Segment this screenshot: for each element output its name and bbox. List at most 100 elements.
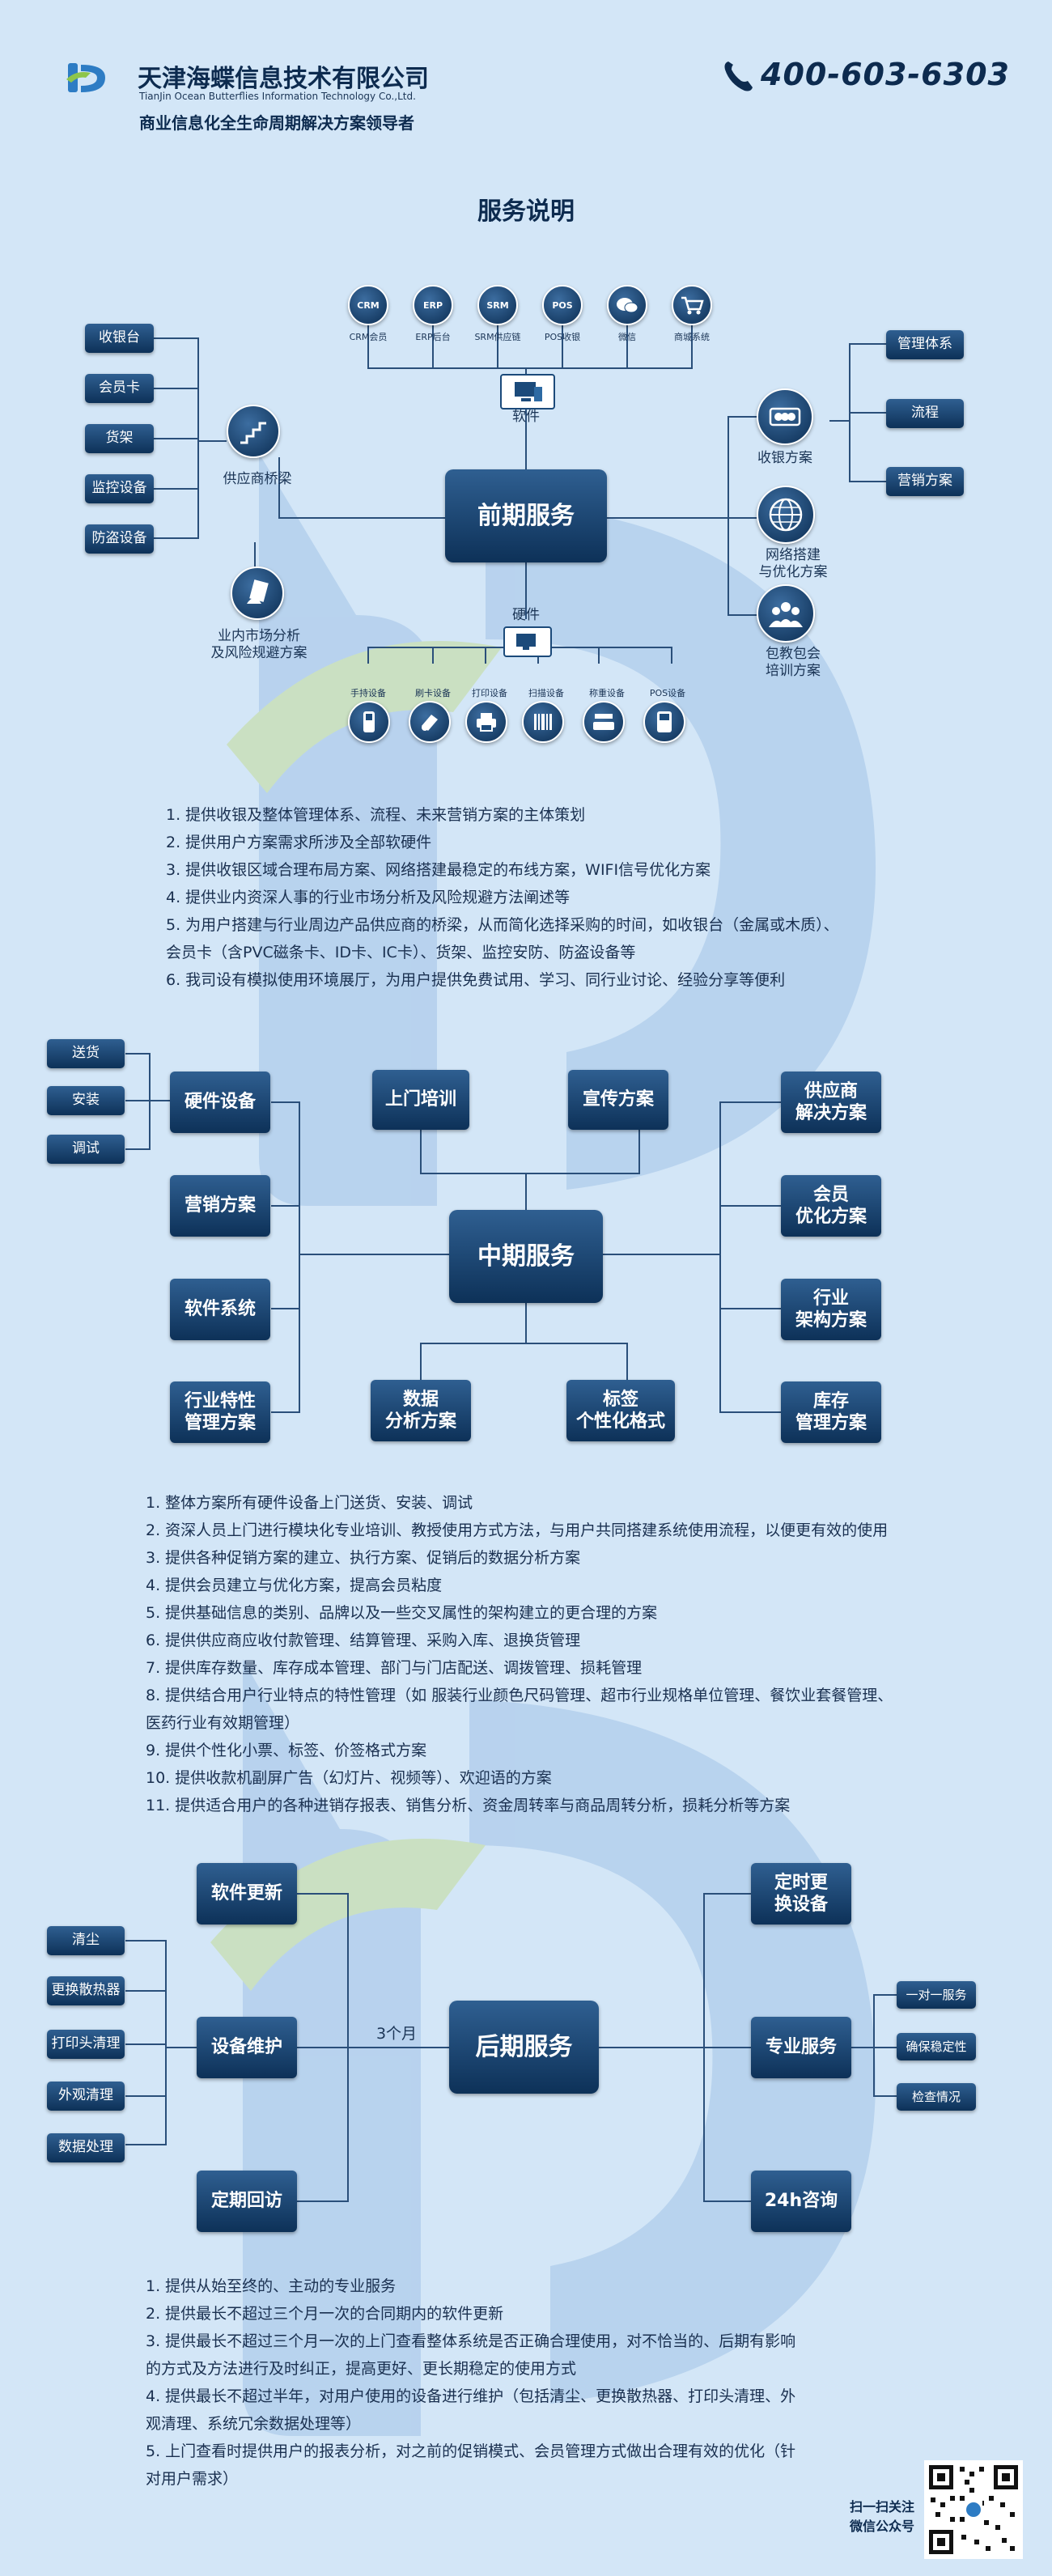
company-logo — [63, 58, 110, 97]
company-slogan: 商业信息化全生命周期解决方案领导者 — [139, 113, 414, 133]
late-notes: 1. 提供从始至终的、主动的专业服务 2. 提供最长不超过三个月一次的合同期内的… — [146, 2273, 795, 2493]
qr-pattern-icon — [929, 2465, 1018, 2554]
late-note-1: 1. 提供从始至终的、主动的专业服务 — [146, 2277, 397, 2295]
hardware-item-scale: 称重设备 — [589, 688, 625, 698]
phone-icon — [722, 58, 754, 97]
hardware-item-handheld: 手持设备 — [350, 688, 386, 698]
wechat-icon — [607, 285, 647, 325]
mid-note-6: 6. 提供供应商应收付款管理、结算管理、采购入库、退换货管理 — [146, 1632, 581, 1649]
network-plan-label: 网络搭建 与优化方案 — [758, 547, 828, 581]
mid-left-software: 软件系统 — [170, 1279, 270, 1340]
late-far-left-exterior: 外观清理 — [47, 2082, 125, 2111]
mid-note-11: 11. 提供适合用户的各种进销存报表、销售分析、资金周转率与商品周转分析，损耗分… — [146, 1797, 791, 1814]
wechat-qr-code[interactable] — [924, 2460, 1023, 2559]
mid-note-8-cont: 医药行业有效期管理） — [146, 1714, 300, 1732]
hardware-label: 硬件 — [512, 607, 540, 623]
printer-icon — [465, 701, 507, 743]
mid-note-10: 10. 提供收款机副屏广告（幻灯片、视频等）、欢迎语的方案 — [146, 1769, 552, 1787]
late-service-center: 后期服务 — [449, 2001, 599, 2094]
cashier-plan-label: 收银方案 — [757, 450, 812, 466]
scale-icon — [583, 701, 625, 743]
company-name-en: TianJin Ocean Butterflies Information Te… — [139, 91, 416, 102]
people-group-icon — [757, 584, 815, 643]
hardware-item-printer: 打印设备 — [472, 688, 507, 698]
globe-icon — [757, 486, 815, 544]
late-note-5-cont: 对用户需求） — [146, 2470, 239, 2488]
early-left-monitor: 监控设备 — [85, 474, 154, 503]
hardware-item-pos: POS设备 — [649, 688, 686, 698]
logo-mark-icon — [66, 63, 105, 92]
early-right-process: 流程 — [886, 399, 964, 428]
late-far-left-printhead: 打印头清理 — [47, 2030, 125, 2059]
early-note-4: 4. 提供业内资深人事的行业市场分析及风险规避方法阐述等 — [166, 889, 571, 906]
scanner-icon — [522, 701, 564, 743]
mid-bottom-data-analysis: 数据 分析方案 — [371, 1380, 471, 1441]
mid-right-member: 会员 优化方案 — [781, 1175, 881, 1237]
late-left-software-update: 软件更新 — [197, 1863, 297, 1925]
mid-left-hardware: 硬件设备 — [170, 1072, 270, 1133]
mid-far-left-install: 安装 — [47, 1086, 125, 1115]
mid-note-1: 1. 整体方案所有硬件设备上门送货、安装、调试 — [146, 1494, 473, 1512]
late-far-left-dust: 清尘 — [47, 1926, 125, 1955]
crm-icon: CRM — [348, 285, 388, 325]
card-swipe-icon — [409, 701, 451, 743]
cart-icon — [672, 285, 712, 325]
early-note-1: 1. 提供收银及整体管理体系、流程、未来营销方案的主体策划 — [166, 806, 586, 824]
early-note-6: 6. 我司设有模拟使用环境展厅，为用户提供免费试用、学习、同行业讨论、经验分享等… — [166, 971, 786, 989]
early-note-2: 2. 提供用户方案需求所涉及全部软硬件 — [166, 834, 432, 851]
late-right-consult: 24h咨询 — [751, 2171, 851, 2232]
late-far-right-one-on-one: 一对一服务 — [897, 1981, 976, 2009]
pos-icon: POS — [542, 285, 583, 325]
stairs-icon — [227, 405, 280, 458]
late-far-right-inspect: 检查情况 — [897, 2083, 976, 2111]
late-far-left-data: 数据处理 — [47, 2133, 125, 2162]
late-left-maintenance: 设备维护 — [197, 2017, 297, 2078]
mid-note-7: 7. 提供库存数量、库存成本管理、部门与门店配送、调拨管理、损耗管理 — [146, 1659, 643, 1677]
late-far-right-stability: 确保稳定性 — [897, 2033, 976, 2060]
erp-icon: ERP — [413, 285, 453, 325]
training-plan-label: 包教包会 培训方案 — [766, 646, 821, 680]
early-right-management: 管理体系 — [886, 330, 964, 359]
early-left-cashier-desk: 收银台 — [85, 324, 154, 353]
mid-right-structure: 行业 架构方案 — [781, 1279, 881, 1340]
company-name-cn: 天津海蝶信息技术有限公司 — [138, 65, 429, 93]
mid-service-center: 中期服务 — [449, 1210, 603, 1303]
mid-note-5: 5. 提供基础信息的类别、品牌以及一些交叉属性的架构建立的更合理的方案 — [146, 1604, 658, 1622]
late-interval-label: 3个月 — [375, 2025, 418, 2043]
early-left-member-card: 会员卡 — [85, 374, 154, 403]
software-hub-icon — [500, 374, 555, 410]
mid-far-left-delivery: 送货 — [47, 1039, 125, 1068]
mid-top-promotion: 宣传方案 — [568, 1070, 668, 1130]
supplier-bridge-label: 供应商桥梁 — [223, 471, 292, 487]
mid-left-marketing: 营销方案 — [170, 1175, 270, 1237]
late-right-pro-service: 专业服务 — [751, 2017, 851, 2078]
hotline-phone: 400-603-6303 — [761, 57, 1010, 92]
early-note-5-cont: 会员卡（含PVC磁条卡、ID卡、IC卡）、货架、监控安防、防盗设备等 — [166, 944, 636, 961]
mid-note-8: 8. 提供结合用户行业特点的特性管理（如 服装行业颜色尺码管理、超市行业规格单位… — [146, 1687, 893, 1704]
late-note-4: 4. 提供最长不超过半年，对用户使用的设备进行维护（包括清尘、更换散热器、打印头… — [146, 2387, 796, 2405]
mid-note-2: 2. 资深人员上门进行模块化专业培训、教授使用方式方法，与用户共同搭建系统使用流… — [146, 1521, 889, 1539]
mid-left-industry: 行业特性 管理方案 — [170, 1381, 270, 1443]
mid-note-3: 3. 提供各种促销方案的建立、执行方案、促销后的数据分析方案 — [146, 1549, 581, 1567]
page-title: 服务说明 — [477, 197, 575, 226]
software-item-srm: SRM供应链 — [474, 332, 521, 342]
mid-right-supplier: 供应商 解决方案 — [781, 1072, 881, 1133]
mid-right-inventory: 库存 管理方案 — [781, 1381, 881, 1443]
late-right-device-replace: 定时更 换设备 — [751, 1863, 851, 1925]
qr-caption: 扫一扫关注 微信公众号 — [849, 2499, 914, 2534]
software-item-pos: POS收银 — [544, 332, 581, 342]
early-note-5: 5. 为用户搭建与行业周边产品供应商的桥梁，从而简化选择采购的时间，如收银台（金… — [166, 916, 839, 934]
mid-top-training: 上门培训 — [372, 1070, 469, 1130]
cashier-plan-icon — [757, 388, 813, 445]
late-note-4-cont: 观清理、系统冗余数据处理等） — [146, 2415, 362, 2433]
mid-notes: 1. 整体方案所有硬件设备上门送货、安装、调试 2. 资深人员上门进行模块化专业… — [146, 1489, 893, 1819]
srm-icon: SRM — [477, 285, 518, 325]
early-note-3: 3. 提供收银区域合理布局方案、网络搭建最稳定的布线方案，WIFI信号优化方案 — [166, 861, 711, 879]
pos-device-icon — [643, 701, 685, 743]
mid-note-4: 4. 提供会员建立与优化方案，提高会员粘度 — [146, 1577, 443, 1594]
document-hand-icon — [231, 567, 284, 620]
hardware-item-card: 刷卡设备 — [415, 688, 451, 698]
hardware-item-scanner: 扫描设备 — [528, 688, 564, 698]
late-note-3: 3. 提供最长不超过三个月一次的上门查看整体系统是否正确合理使用，对不恰当的、后… — [146, 2332, 796, 2350]
late-far-left-radiator: 更换散热器 — [47, 1976, 125, 2005]
